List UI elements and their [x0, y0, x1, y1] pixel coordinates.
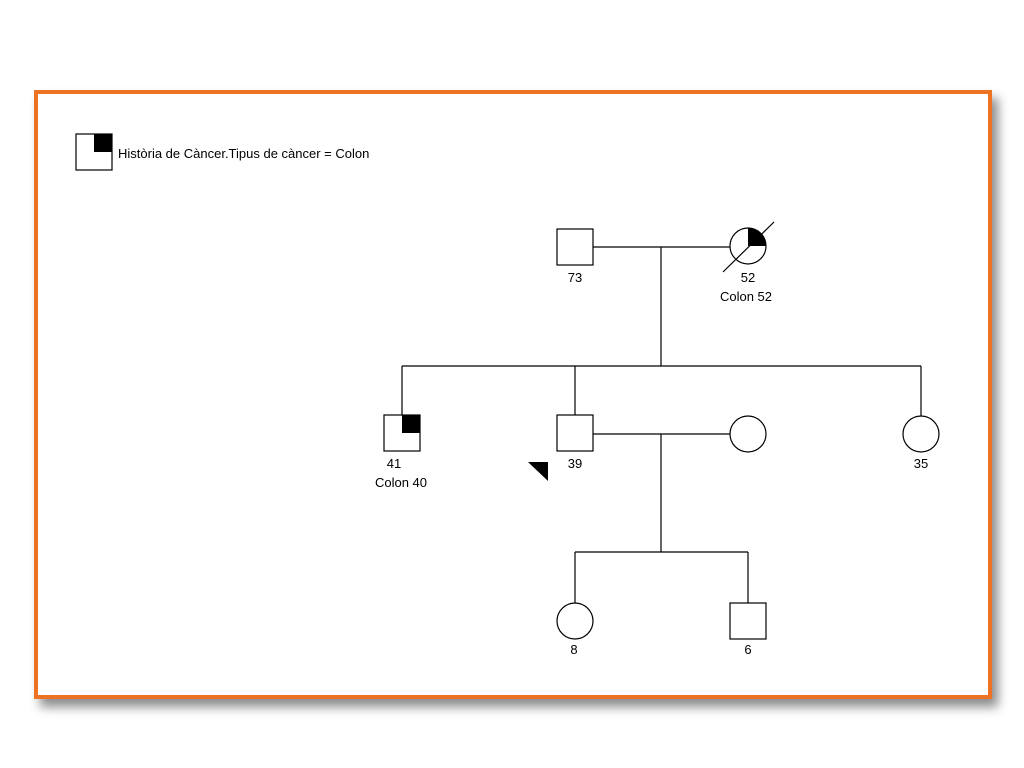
grandchild-boy-age: 6: [744, 642, 751, 657]
grandfather-symbol: [556, 228, 594, 266]
spouse-symbol: [729, 415, 767, 453]
deceased-slash: [722, 221, 775, 273]
grandchild-boy-symbol: [729, 602, 767, 640]
pedigree-chart: Història de Càncer.Tipus de càncer = Col…: [75, 133, 940, 657]
son-proband-age: 39: [568, 456, 582, 471]
proband-arrow-icon: [528, 462, 548, 481]
grandchild-girl-age: 8: [570, 642, 577, 657]
grandmother-symbol: [722, 221, 775, 273]
son-proband-symbol: [556, 414, 594, 452]
son-affected-age: 41: [387, 456, 401, 471]
daughter-age: 35: [914, 456, 928, 471]
grandmother-cancer-note: Colon 52: [720, 289, 772, 304]
legend-affected-symbol: [75, 133, 113, 171]
diagram-frame: Història de Càncer.Tipus de càncer = Col…: [34, 90, 992, 699]
son-affected-cancer-note: Colon 40: [375, 475, 427, 490]
daughter-symbol: [902, 415, 940, 453]
grandchild-girl-symbol: [556, 602, 594, 640]
grandfather-age: 73: [568, 270, 582, 285]
legend-label: Història de Càncer.Tipus de càncer = Col…: [118, 146, 369, 161]
grandmother-age: 52: [741, 270, 755, 285]
son-affected-symbol: [383, 414, 421, 452]
